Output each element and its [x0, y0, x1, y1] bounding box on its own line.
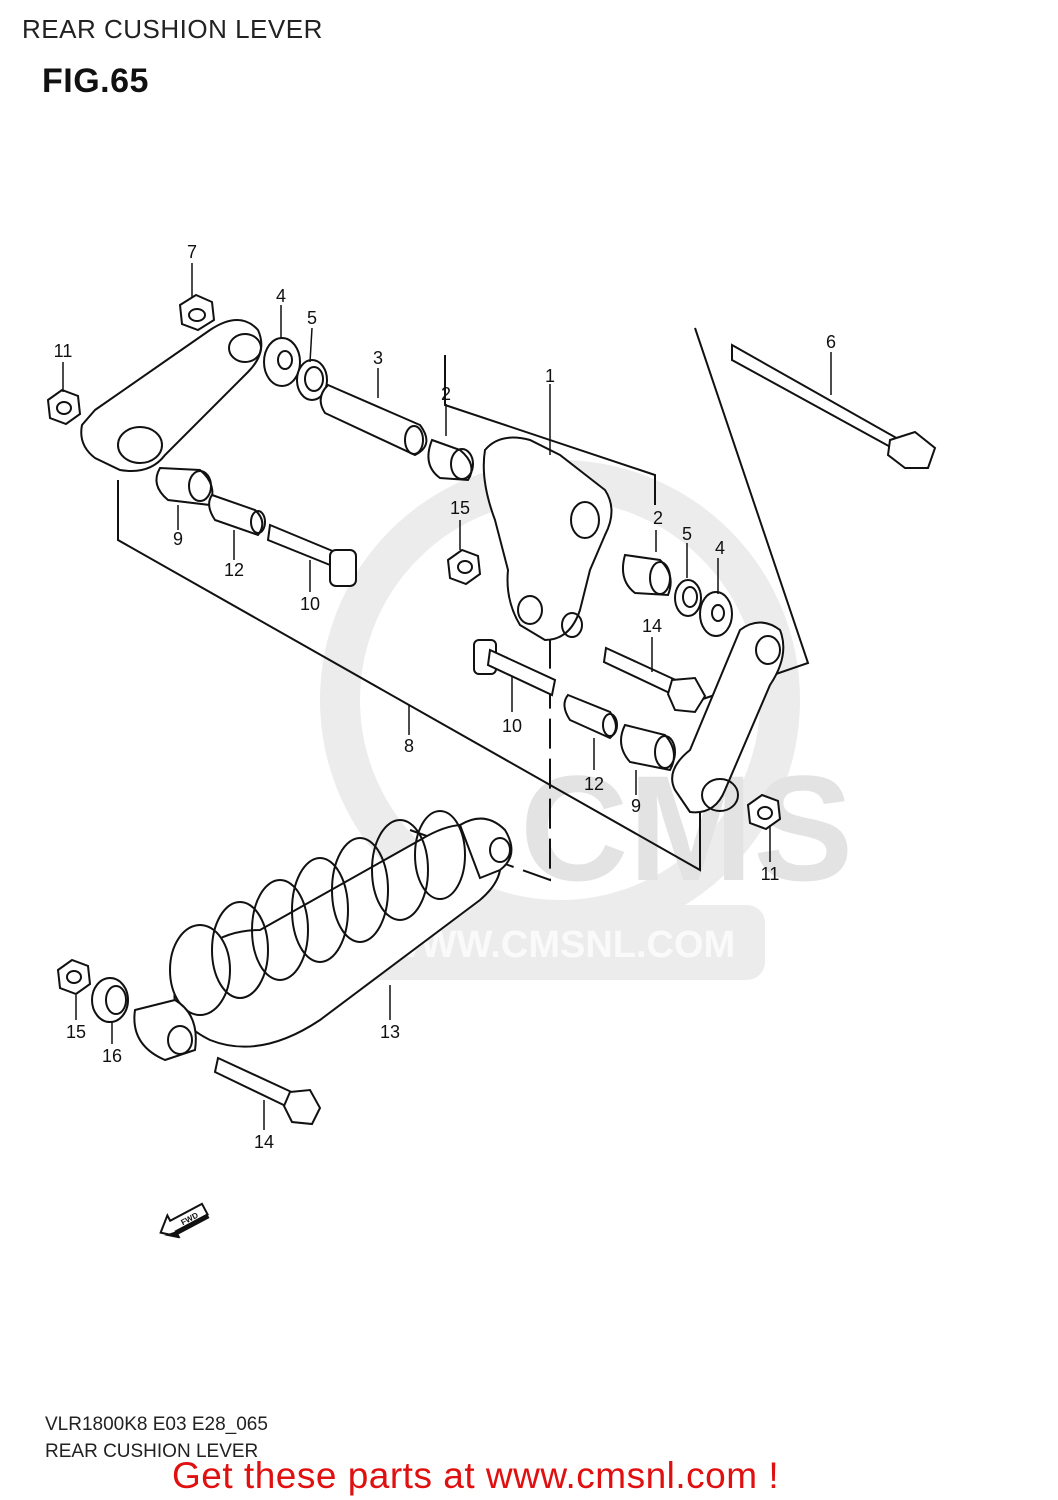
callout-5-right: 5 — [682, 524, 692, 544]
bearing-2-left — [427, 438, 474, 482]
bolt-10-left — [266, 523, 357, 587]
callout-1: 1 — [545, 366, 555, 386]
nut-15-upper — [446, 548, 482, 586]
callout-3: 3 — [373, 348, 383, 368]
footer-title: REAR CUSHION LEVER — [45, 1441, 259, 1462]
rear-shock-13 — [133, 810, 513, 1062]
cushion-lever-1 — [482, 436, 613, 642]
callout-15-lower: 15 — [66, 1022, 86, 1042]
callout-16: 16 — [102, 1046, 122, 1066]
callout-14: 14 — [642, 616, 662, 636]
leader-lines — [62, 263, 832, 1130]
collar-16 — [91, 977, 129, 1023]
callout-4-right: 4 — [715, 538, 725, 558]
callout-labels: 7 11 4 5 3 2 1 6 9 12 10 15 2 5 4 14 8 1… — [54, 242, 836, 1152]
nut-11-left — [46, 388, 82, 426]
callout-5: 5 — [307, 308, 317, 328]
left-cushion-rod — [80, 319, 263, 472]
fwd-arrow-icon: FWD — [159, 1202, 210, 1239]
model-code: VLR1800K8 E03 E28_065 — [45, 1414, 268, 1435]
callout-4: 4 — [276, 286, 286, 306]
promo-link[interactable]: Get these parts at www.cmsnl.com ! — [172, 1455, 780, 1496]
callout-9: 9 — [173, 529, 183, 549]
callout-8: 8 — [404, 736, 414, 756]
washer-4-right — [699, 591, 733, 637]
spacer-3 — [319, 383, 428, 457]
spacer-12-left — [208, 493, 266, 537]
seal-5-right — [674, 579, 702, 617]
bearing-2-right — [622, 553, 672, 597]
part-drawings — [46, 263, 937, 1130]
callout-10: 10 — [300, 594, 320, 614]
nut-7 — [178, 293, 216, 332]
bearing-9-right — [620, 723, 676, 772]
callout-12-right: 12 — [584, 774, 604, 794]
bolt-14-lower — [213, 1056, 322, 1126]
bolt-14-upper — [602, 646, 707, 714]
callout-15: 15 — [450, 498, 470, 518]
nut-15-lower — [56, 958, 92, 996]
callout-11: 11 — [54, 341, 73, 361]
bolt-10-right — [473, 639, 557, 697]
callout-12: 12 — [224, 560, 244, 580]
nut-11-right — [746, 793, 782, 831]
page-title: REAR CUSHION LEVER — [22, 14, 323, 44]
callout-7: 7 — [187, 242, 197, 262]
callout-6: 6 — [826, 332, 836, 352]
callout-2: 2 — [441, 384, 451, 404]
right-cushion-rod — [671, 621, 785, 814]
figure-number: FIG.65 — [42, 62, 149, 100]
callout-9-right: 9 — [631, 796, 641, 816]
callout-11-right: 11 — [761, 864, 780, 884]
callout-10-right: 10 — [502, 716, 522, 736]
callout-13: 13 — [380, 1022, 400, 1042]
spacer-12-right — [563, 693, 618, 740]
seal-5-left — [296, 359, 328, 401]
callout-2-right: 2 — [653, 508, 663, 528]
callout-14-lower: 14 — [254, 1132, 274, 1152]
bearing-9-left — [155, 466, 214, 507]
bolt-6 — [731, 343, 937, 469]
watermark-url: WWW.CMSNL.COM — [385, 924, 735, 966]
washer-4-left — [263, 337, 301, 387]
